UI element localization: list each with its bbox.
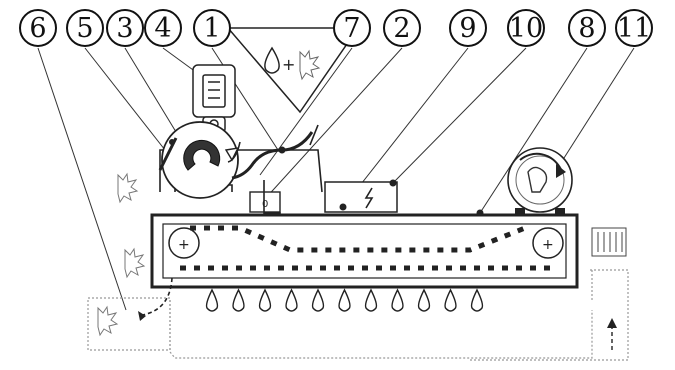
return-pipe [591, 227, 627, 350]
callout-circle [333, 9, 371, 47]
right-pulley [532, 227, 564, 259]
motor [192, 64, 236, 133]
drop-icon [258, 288, 272, 312]
callout-circle [615, 9, 653, 47]
callout-circle [106, 9, 144, 47]
left-pulley [168, 227, 200, 259]
drop-icon [232, 288, 245, 312]
leader-10 [392, 47, 527, 184]
inlet-plus-symbol: + [282, 55, 295, 74]
drop-icon [417, 288, 431, 312]
svg-text:+: + [178, 237, 190, 253]
hand-crank-icon [527, 166, 548, 193]
conveyor-frame [150, 213, 579, 289]
callout-3: 3 [106, 9, 144, 47]
spray-drops [205, 288, 484, 312]
drop-icon [470, 288, 484, 312]
leader-7 [259, 47, 353, 176]
collector-box: 0 [249, 191, 281, 213]
callout-7: 7 [333, 9, 371, 47]
svg-text:0: 0 [262, 199, 268, 210]
crank-wheel [507, 147, 573, 214]
water-tray [169, 269, 629, 361]
leaf-icon [124, 247, 146, 279]
leader-5 [84, 47, 166, 151]
callout-circle [568, 9, 606, 47]
drop-icon [364, 288, 378, 312]
leaf-icon [97, 305, 119, 337]
callout-11: 11 [615, 9, 653, 47]
leaf-icon [117, 172, 139, 204]
callout-8: 8 [568, 9, 606, 47]
leader-lines [37, 47, 635, 311]
callout-5: 5 [66, 9, 104, 47]
drop-icon [444, 288, 457, 312]
callout-number: 1 [203, 13, 220, 44]
belt-top [190, 225, 526, 253]
svg-text:+: + [542, 237, 554, 253]
callout-number: 5 [76, 13, 93, 44]
callout-circle [144, 9, 182, 47]
magnetic-drum [158, 121, 241, 199]
leader-6 [37, 47, 127, 311]
callout-2: 2 [383, 9, 421, 47]
drop-icon [264, 46, 280, 74]
callout-circle [507, 9, 545, 47]
filter-unit [591, 227, 627, 257]
electric-bolt-icon [364, 187, 374, 209]
drop-icon [285, 288, 298, 312]
callout-9: 9 [449, 9, 487, 47]
callout-4: 4 [144, 9, 182, 47]
callout-number: 2 [393, 13, 410, 44]
callout-circle [66, 9, 104, 47]
callout-number: 4 [154, 13, 171, 44]
callout-circle [19, 9, 57, 47]
callout-circle [193, 9, 231, 47]
feed-chute [231, 131, 314, 180]
callout-10: 10 [507, 9, 545, 47]
motor-coil [202, 74, 226, 108]
reject-bin [87, 297, 171, 351]
inlet-funnel: + [226, 27, 360, 114]
callout-circle [449, 9, 487, 47]
callout-number: 10 [509, 13, 543, 44]
callout-number: 7 [343, 13, 360, 44]
callout-number: 6 [29, 13, 46, 44]
leaf-icon [299, 49, 321, 81]
drum-rotation-arrow [227, 141, 241, 163]
callout-number: 8 [578, 13, 595, 44]
callout-number: 3 [116, 13, 133, 44]
leader-2 [263, 47, 403, 201]
conveyor: + + [150, 209, 579, 289]
callout-number: 11 [617, 13, 651, 44]
callout-6: 6 [19, 9, 57, 47]
leader-8 [479, 47, 588, 214]
drop-icon [311, 288, 325, 312]
magnet-icon [183, 139, 221, 171]
drop-icon [338, 288, 351, 312]
callout-circle [383, 9, 421, 47]
leader-9 [342, 47, 469, 208]
callout-number: 9 [459, 13, 476, 44]
drop-icon [391, 288, 404, 312]
callout-1: 1 [193, 9, 231, 47]
drop-icon [205, 288, 219, 312]
